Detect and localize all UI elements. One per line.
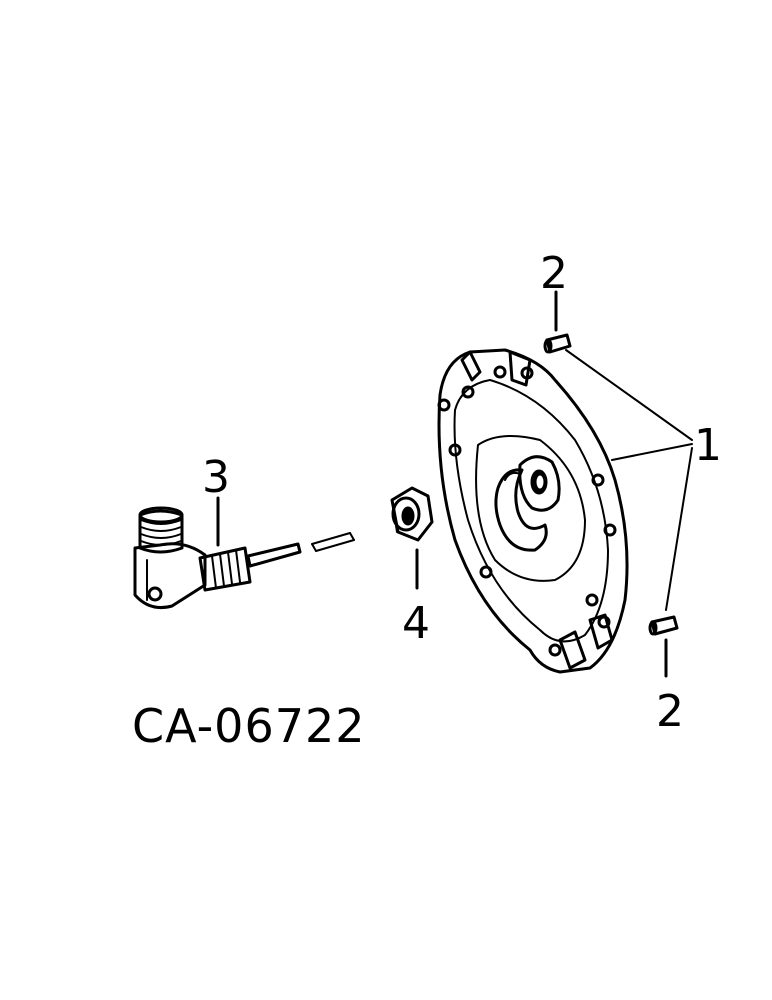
figure-id: CA-06722	[132, 699, 366, 753]
callout-dowel-pin-bottom: 2	[656, 686, 684, 737]
assembly-centerline	[311, 532, 355, 552]
elbow-fitting	[133, 506, 302, 610]
housing-leader-lines	[565, 349, 693, 611]
seal	[390, 486, 434, 542]
callout-elbow-fitting: 3	[202, 452, 230, 503]
callout-dowel-pin-top: 2	[540, 248, 568, 299]
dowel-pin-top	[543, 333, 572, 354]
callout-seal: 4	[402, 598, 430, 649]
housing	[437, 348, 629, 674]
dowel-pin-bottom	[648, 615, 679, 636]
callout-housing: 1	[694, 420, 722, 471]
